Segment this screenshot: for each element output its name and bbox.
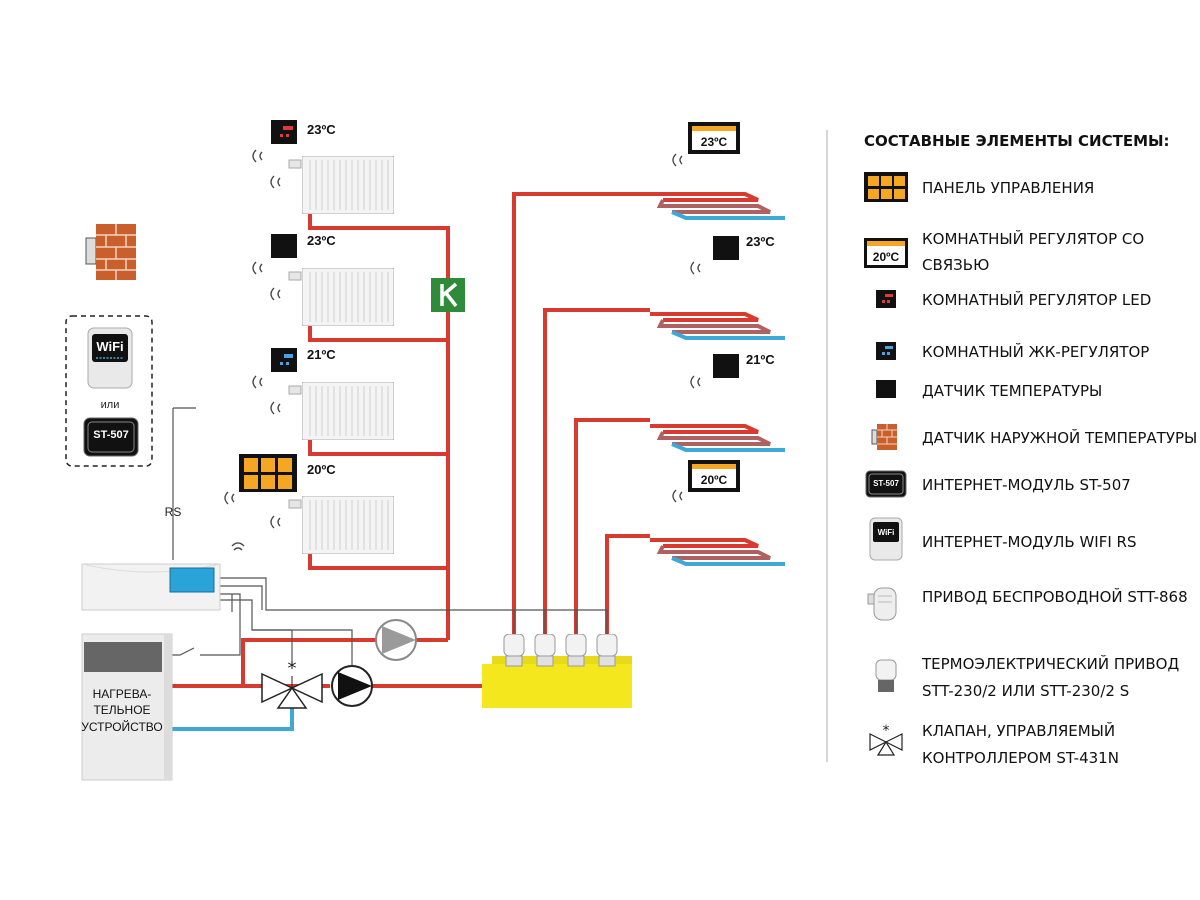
pump-main-icon — [331, 665, 373, 707]
manifold — [482, 634, 632, 708]
pump-radiator-icon — [375, 619, 417, 661]
radiator-3 — [288, 382, 394, 440]
room-regulator-comm-floor4 — [688, 460, 740, 492]
legend-item-5: ДАТЧИК ТЕМПЕРАТУРЫ — [922, 382, 1102, 400]
legend-icon-wifi-rs — [869, 517, 903, 561]
floor3-temp: 21ºC — [746, 352, 775, 367]
legend-title: СОСТАВНЫЕ ЭЛЕМЕНТЫ СИСТЕМЫ: — [864, 132, 1170, 150]
radiator-4 — [288, 496, 394, 554]
wifi-module-icon — [87, 327, 133, 389]
floor-loop-2 — [650, 312, 785, 340]
three-way-valve-icon: * — [261, 658, 323, 709]
legend-item-9: ПРИВОД БЕСПРОВОДНОЙ STT-868 — [922, 587, 1188, 606]
legend-item-11-line1: КЛАПАН, УПРАВЛЯЕМЫЙ — [922, 721, 1115, 740]
legend-icon-temp-sensor — [876, 380, 896, 398]
heater-line2: ТЕЛЬНОЕ — [93, 703, 150, 717]
legend-icon-control-panel — [864, 172, 908, 202]
legend-item-8: ИНТЕРНЕТ-МОДУЛЬ WIFI RS — [922, 533, 1136, 551]
legend-comm-icon-text: 20ºC — [873, 250, 900, 264]
st507-module-icon — [83, 417, 139, 457]
internet-module-box — [65, 315, 153, 467]
radiator-2 — [288, 268, 394, 326]
svg-text:*: * — [288, 658, 297, 679]
radiator-1 — [288, 156, 394, 214]
legend-item-10-line2: STT-230/2 ИЛИ STT-230/2 S — [922, 682, 1129, 700]
main-controller — [81, 563, 221, 611]
legend-item-4: КОМНАТНЫЙ ЖК-РЕГУЛЯТОР — [922, 342, 1149, 361]
floor-loop-4 — [650, 538, 785, 566]
outdoor-sensor-brick-icon — [85, 224, 136, 280]
floor2-temp: 23ºC — [746, 234, 775, 249]
temperature-sensor-floor3 — [713, 354, 739, 378]
st507-label: ST-507 — [93, 429, 128, 441]
legend-icon-wireless-drive — [867, 587, 897, 621]
rad2-temp: 23ºC — [307, 233, 336, 248]
legend-item-7: ИНТЕРНЕТ-МОДУЛЬ ST-507 — [922, 476, 1131, 494]
legend-item-2-line2: СВЯЗЬЮ — [922, 256, 989, 274]
control-wires — [170, 407, 608, 666]
legend-icon-comm-regulator — [864, 238, 908, 268]
legend-icon-led-regulator — [876, 290, 896, 308]
floor4-temp: 20ºC — [701, 473, 728, 487]
legend-item-6: ДАТЧИК НАРУЖНОЙ ТЕМПЕРАТУРЫ — [922, 428, 1197, 447]
legend-icon-valve: * — [869, 723, 903, 756]
rad4-temp: 20ºC — [307, 462, 336, 477]
control-panel-rad4 — [239, 454, 297, 492]
supply-pipes — [172, 192, 650, 688]
legend-icon-st507 — [865, 470, 907, 498]
legend-item-3: КОМНАТНЫЙ РЕГУЛЯТОР LED — [922, 290, 1151, 309]
legend-item-2-line1: КОМНАТНЫЙ РЕГУЛЯТОР СО — [922, 229, 1144, 248]
legend-item-10-line1: ТЕРМОЭЛЕКТРИЧЕСКИЙ ПРИВОД — [921, 654, 1179, 673]
room-regulator-lcd — [271, 348, 297, 372]
room-regulator-led — [271, 120, 297, 144]
legend-wifi-icon-text: WiFi — [878, 528, 895, 537]
legend-item-1: ПАНЕЛЬ УПРАВЛЕНИЯ — [922, 179, 1094, 197]
legend-icon-outdoor-sensor — [871, 424, 897, 450]
legend-item-11-line2: КОНТРОЛЛЕРОМ ST-431N — [922, 749, 1119, 767]
heating-device — [81, 633, 173, 781]
k-logo-icon — [431, 278, 465, 312]
temperature-sensor-rad2 — [271, 234, 297, 258]
svg-text:*: * — [883, 723, 890, 739]
heater-line3: УСТРОЙСТВО — [81, 719, 162, 734]
rad3-temp: 21ºC — [307, 347, 336, 362]
wireless-waves — [224, 149, 701, 551]
temperature-sensor-floor2 — [713, 236, 739, 260]
room-regulator-comm-floor1 — [688, 122, 740, 154]
heater-line1: НАГРЕВА- — [93, 687, 152, 701]
legend-icon-thermo-actuator — [875, 659, 897, 692]
floor-loop-1 — [650, 192, 785, 220]
rad1-temp: 23ºC — [307, 122, 336, 137]
floor-loop-3 — [650, 424, 785, 452]
legend-st507-icon-text: ST-507 — [873, 479, 899, 488]
rs-label: RS — [165, 505, 182, 519]
floor1-temp: 23ºC — [701, 135, 728, 149]
or-label: или — [101, 399, 120, 411]
wifi-label: WiFi — [96, 339, 123, 354]
legend-icon-lcd-regulator — [876, 342, 896, 360]
return-pipes — [172, 708, 294, 731]
